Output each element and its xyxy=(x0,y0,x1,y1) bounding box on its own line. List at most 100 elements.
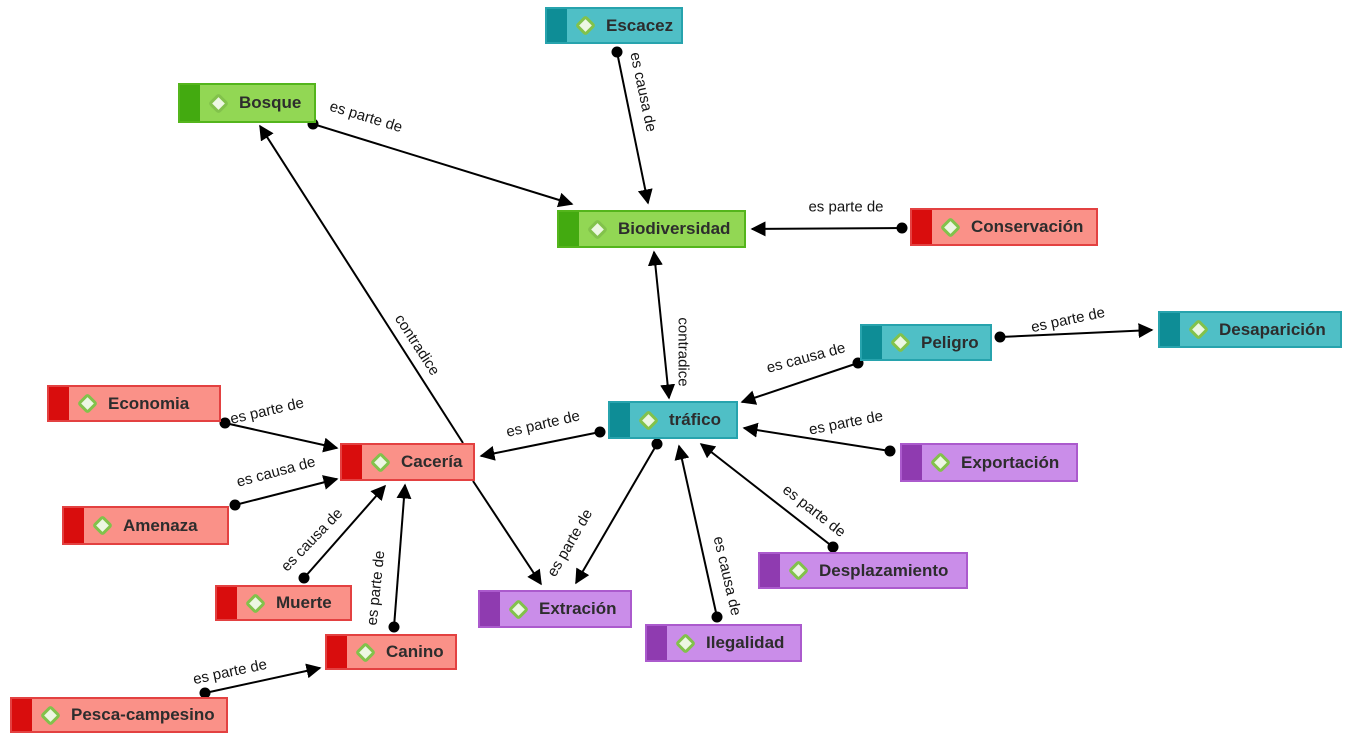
edge-line-peligro-desaparicion xyxy=(999,323,1154,339)
edge-source-dot xyxy=(711,611,723,623)
edge-line-amenaza-caceria xyxy=(234,475,339,506)
diamond-icon xyxy=(674,632,697,654)
node-label: Cacería xyxy=(401,452,463,471)
node-color-stripe xyxy=(342,445,362,479)
diamond-icon xyxy=(787,559,810,582)
node-conservacion[interactable]: Conservación xyxy=(910,208,1098,246)
node-color-stripe xyxy=(862,326,882,359)
node-caceria[interactable]: Cacería xyxy=(340,443,475,481)
node-label: Pesca-campesino xyxy=(71,705,215,724)
edge-line-ilegalidad-trafico xyxy=(674,444,718,618)
edge-source-dot xyxy=(199,687,211,699)
edge-source-dot xyxy=(388,621,400,633)
diamond-icon xyxy=(507,598,530,620)
edge-source-dot xyxy=(651,438,663,450)
edge-line-pesca-campesino-canino xyxy=(204,663,322,694)
edge-line-trafico-extracion xyxy=(575,443,658,585)
node-label: Exportación xyxy=(961,452,1060,472)
diamond-icon xyxy=(586,218,609,240)
node-color-stripe xyxy=(902,445,922,480)
node-canino[interactable]: Canino xyxy=(325,634,457,670)
node-label: Biodiversidad xyxy=(618,219,731,238)
node-color-stripe xyxy=(1160,313,1180,346)
node-label: Ilegalidad xyxy=(706,633,785,652)
node-color-stripe xyxy=(647,626,667,660)
diamond-icon xyxy=(39,704,62,726)
node-desplazamiento[interactable]: Desplazamiento xyxy=(758,552,968,589)
edge-line-desplazamiento-trafico xyxy=(699,443,834,548)
edge-line-trafico-caceria xyxy=(479,431,601,461)
node-label: Escacez xyxy=(606,15,674,35)
diamond-icon xyxy=(637,409,660,431)
diamond-icon xyxy=(76,392,99,415)
edge-source-dot xyxy=(896,222,908,234)
diamond-icon xyxy=(929,451,952,474)
node-label: Desplazamiento xyxy=(819,560,949,580)
node-label: Conservación xyxy=(971,217,1084,236)
node-label: Amenaza xyxy=(123,515,198,535)
node-label: Bosque xyxy=(239,93,302,112)
node-color-stripe xyxy=(559,212,579,246)
node-muerte[interactable]: Muerte xyxy=(215,585,352,621)
node-color-stripe xyxy=(610,403,630,437)
node-extracion[interactable]: Extración xyxy=(478,590,632,628)
node-color-stripe xyxy=(64,508,84,543)
diamond-icon xyxy=(939,216,962,238)
node-color-stripe xyxy=(217,587,237,619)
node-label: tráfico xyxy=(669,410,721,429)
node-pesca-campesino[interactable]: Pesca-campesino xyxy=(10,697,228,733)
edge-line-muerte-caceria xyxy=(303,484,386,579)
diamond-icon xyxy=(207,92,230,114)
edge-line-economia-caceria xyxy=(224,422,339,453)
edge-source-dot xyxy=(611,46,623,58)
edge-source-dot xyxy=(219,417,231,429)
node-escacez[interactable]: Escacez xyxy=(545,7,683,44)
diamond-icon xyxy=(91,514,114,537)
node-trafico[interactable]: tráfico xyxy=(608,401,738,439)
node-economia[interactable]: Economia xyxy=(47,385,221,422)
node-bosque[interactable]: Bosque xyxy=(178,83,316,123)
edge-line-bosque-biodiversidad xyxy=(312,123,574,208)
edge-label-conservacion-biodiversidad[interactable]: es parte de xyxy=(808,198,884,216)
node-amenaza[interactable]: Amenaza xyxy=(62,506,229,545)
node-color-stripe xyxy=(912,210,932,244)
node-label: Extración xyxy=(539,599,617,618)
edge-line-caceria-bosque xyxy=(259,124,464,444)
node-label: Economia xyxy=(108,393,190,413)
edge-line-caceria-extracion xyxy=(472,480,542,586)
node-ilegalidad[interactable]: Ilegalidad xyxy=(645,624,802,662)
edge-source-dot xyxy=(994,331,1006,343)
edge-source-dot xyxy=(594,426,606,438)
edge-line-peligro-trafico xyxy=(740,362,859,405)
edge-line-escacez-biodiversidad xyxy=(616,51,653,205)
edge-source-dot xyxy=(229,499,241,511)
diamond-icon xyxy=(369,451,392,473)
edge-source-dot xyxy=(884,445,896,457)
edge-line-conservacion-biodiversidad xyxy=(750,221,903,237)
diamond-icon xyxy=(244,592,267,614)
edge-line-exportacion-trafico xyxy=(742,422,891,452)
edge-source-dot xyxy=(827,541,839,553)
diamond-icon xyxy=(1187,318,1210,341)
edge-source-dot xyxy=(298,572,310,584)
edge-label-trafico-biodiversidad[interactable]: contradice xyxy=(674,317,692,387)
node-label: Muerte xyxy=(276,593,332,612)
diamond-icon xyxy=(574,14,597,37)
node-peligro[interactable]: Peligro xyxy=(860,324,992,361)
diamond-icon xyxy=(354,641,377,663)
node-label: Peligro xyxy=(921,332,979,352)
node-color-stripe xyxy=(760,554,780,587)
node-color-stripe xyxy=(547,9,567,42)
node-biodiversidad[interactable]: Biodiversidad xyxy=(557,210,746,248)
node-exportacion[interactable]: Exportación xyxy=(900,443,1078,482)
node-color-stripe xyxy=(327,636,347,668)
node-color-stripe xyxy=(49,387,69,420)
node-label: Canino xyxy=(386,642,444,661)
node-color-stripe xyxy=(180,85,200,121)
node-desaparicion[interactable]: Desaparición xyxy=(1158,311,1342,348)
node-label: Desaparición xyxy=(1219,319,1326,339)
node-color-stripe xyxy=(480,592,500,626)
edge-line-trafico-biodiversidad xyxy=(647,250,676,400)
